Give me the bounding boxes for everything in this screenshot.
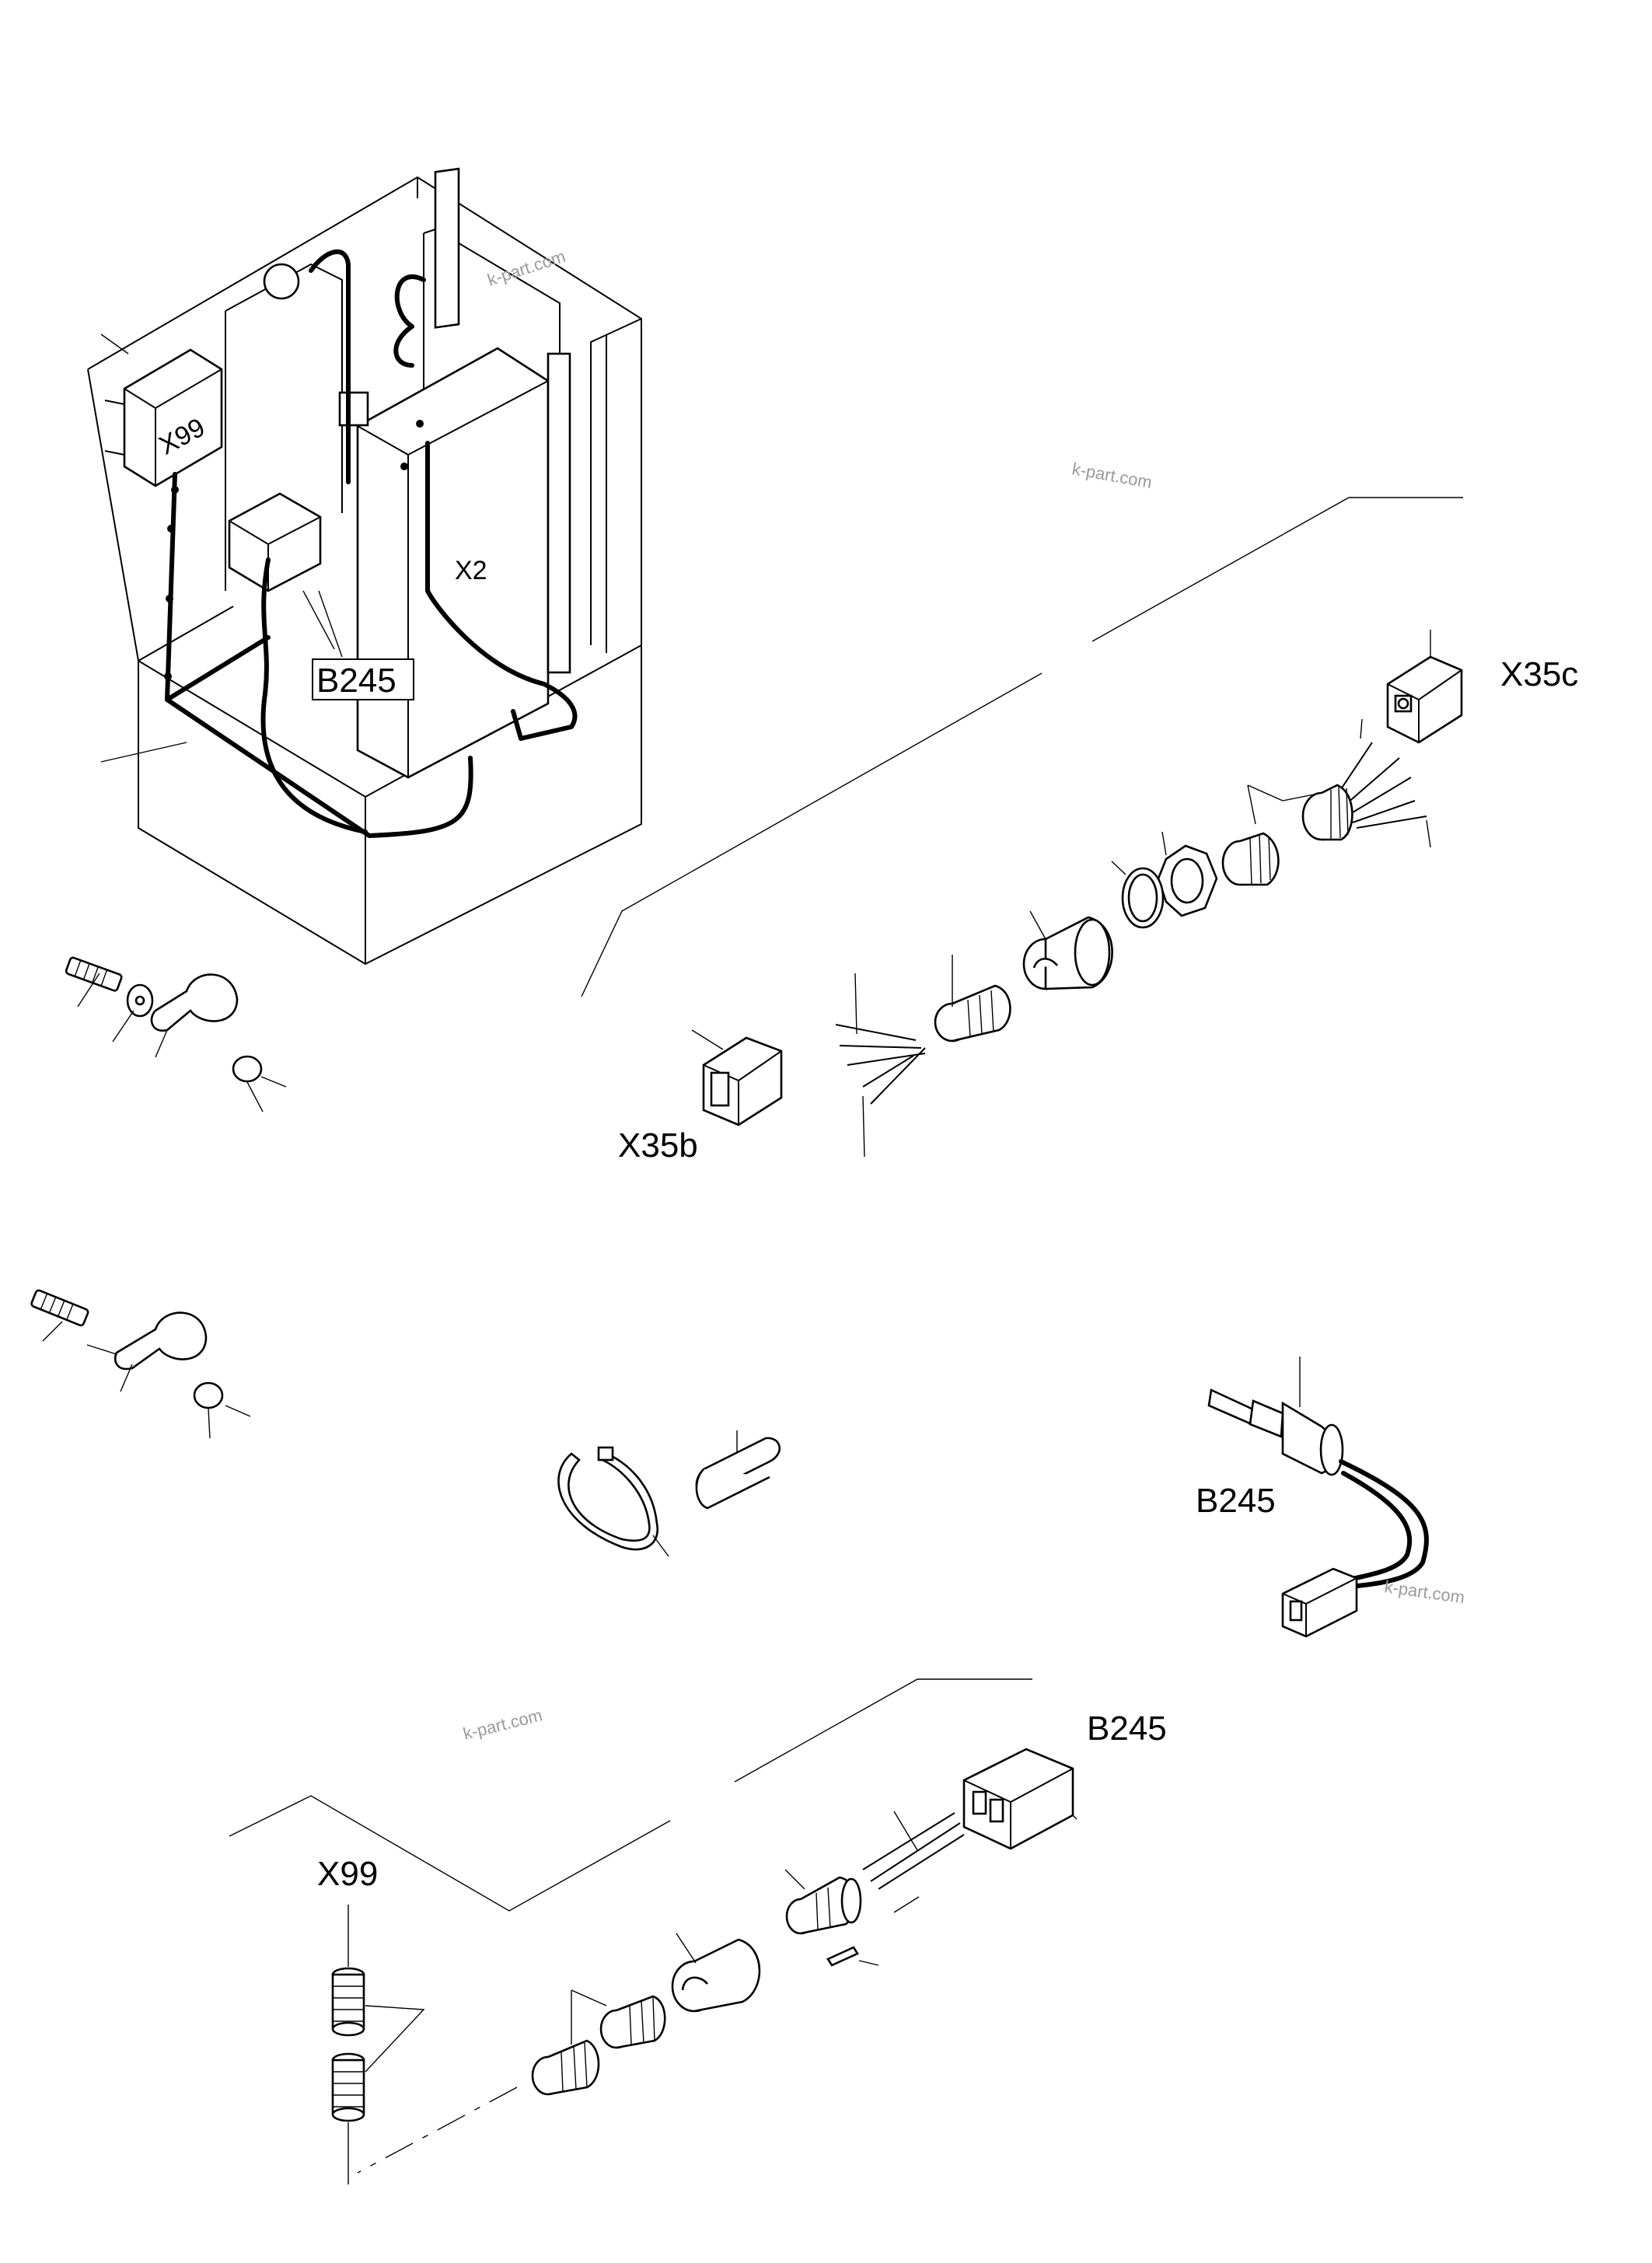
watermark: k-part.com: [1383, 1577, 1465, 1607]
cabinet-assembly: X99 B245: [87, 167, 642, 966]
sealing-ring: [1111, 861, 1165, 929]
cable-gland-body: [1022, 910, 1113, 990]
x35c-label: X35c: [1500, 655, 1578, 693]
x35b-label: X35b: [618, 1126, 698, 1165]
watermark: k-part.com: [461, 1705, 544, 1743]
watermark: k-part.com: [1070, 459, 1154, 492]
x99-box: X99: [104, 348, 223, 487]
x99-bottom-label: X99: [317, 1855, 378, 1893]
cable-tie: [557, 1446, 669, 1557]
x99-bellows-upper: [331, 1967, 365, 2037]
watermarks: k-part.com k-part.com k-part.com k-part.…: [461, 246, 1466, 1744]
x35b-connector: X35b: [618, 1029, 783, 1165]
b245-sensor-label: B245: [1196, 1482, 1276, 1520]
b245-location-label: B245: [312, 658, 414, 700]
b245-connector-label: B245: [1087, 1709, 1167, 1748]
x99-bellows-stack: X99: [317, 1855, 425, 2184]
x35c-connector: X35c: [1386, 630, 1578, 744]
p-clamp-set-upper: [65, 956, 287, 1112]
bellows-grommet-c: [934, 955, 1011, 1042]
bellows-grommet-d: [599, 1995, 666, 2049]
bellows-grommet-a: [1301, 784, 1353, 841]
p-clamp-set-lower: [30, 1289, 251, 1439]
loose-contact-pins: [835, 973, 926, 1158]
tape: [695, 1430, 781, 1510]
cable-gland-small: [784, 1869, 879, 1967]
socket-housing: [671, 1933, 761, 2013]
bellows-grommet-b: [1221, 832, 1280, 886]
b245-connector: B245: [962, 1709, 1167, 1850]
b245-sensor: B245: [1196, 1357, 1429, 1638]
b245-connector-kit: B245: [229, 1678, 1167, 2174]
bellows-grommet-e: [531, 2039, 600, 2096]
x2-label: X2: [455, 556, 487, 585]
harness-clips: [164, 420, 424, 680]
x99-bellows-lower: [331, 2052, 365, 2122]
x35-connector-kit: X35c: [581, 497, 1578, 1165]
hex-nut: [1157, 831, 1218, 917]
svg-text:B245: B245: [316, 662, 396, 700]
